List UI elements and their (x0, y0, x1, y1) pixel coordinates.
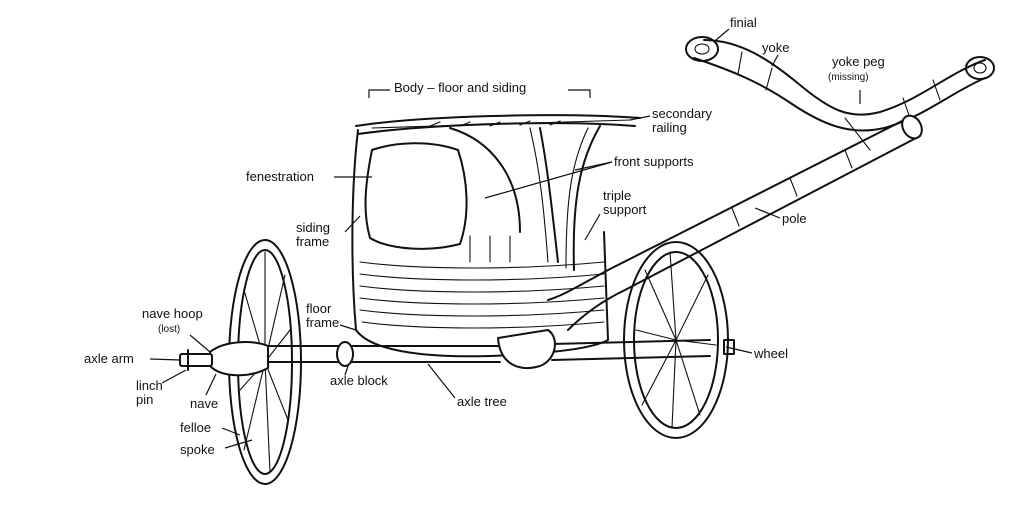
label-body-floor-siding: Body – floor and siding (394, 80, 526, 95)
label-siding-frame-2: frame (296, 234, 329, 249)
yoke-drawing (685, 36, 995, 132)
label-nave-hoop-note: (lost) (158, 324, 180, 335)
label-nave: nave (190, 396, 218, 411)
label-triple-support-1: triple (603, 188, 631, 203)
label-yoke: yoke (762, 40, 789, 55)
label-finial: finial (730, 15, 757, 30)
right-wheel-drawing (623, 241, 729, 439)
axle-drawing (267, 329, 735, 369)
label-axle-arm: axle arm (84, 351, 134, 366)
label-yoke-peg: yoke peg (832, 54, 885, 69)
labels: Body – floor and siding finial yoke yoke… (84, 15, 885, 457)
label-floor-frame-1: floor (306, 301, 332, 316)
label-secondary-railing-1: secondary (652, 106, 712, 121)
label-nave-hoop: nave hoop (142, 306, 203, 321)
label-linch-pin-2: pin (136, 392, 153, 407)
label-axle-block: axle block (330, 373, 388, 388)
label-yoke-peg-note: (missing) (828, 72, 869, 83)
chariot-body-drawing (351, 114, 641, 358)
pole-drawing (547, 114, 923, 331)
label-felloe: felloe (180, 420, 211, 435)
left-wheel-drawing (179, 239, 302, 485)
label-fenestration: fenestration (246, 169, 314, 184)
label-axle-tree: axle tree (457, 394, 507, 409)
label-front-supports: front supports (614, 154, 694, 169)
label-wheel: wheel (753, 346, 788, 361)
label-linch-pin-1: linch (136, 378, 163, 393)
label-siding-frame-1: siding (296, 220, 330, 235)
label-pole: pole (782, 211, 807, 226)
label-secondary-railing-2: railing (652, 120, 687, 135)
leader-lines (149, 28, 861, 449)
label-floor-frame-2: frame (306, 315, 339, 330)
label-spoke: spoke (180, 442, 215, 457)
label-triple-support-2: support (603, 202, 647, 217)
